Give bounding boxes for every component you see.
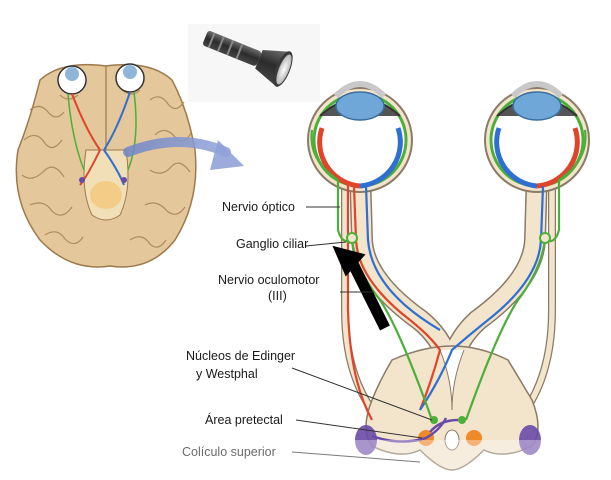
nuclei	[355, 416, 541, 455]
label-edinger-1: Núcleos de Edinger	[186, 349, 295, 363]
blue-pathway	[364, 185, 545, 411]
label-optic-nerve: Nervio óptico	[222, 200, 295, 214]
label-pretectal: Área pretectal	[205, 412, 283, 427]
ciliary-ganglion-right	[539, 232, 551, 244]
label-oculomotor-1: Nervio oculomotor	[218, 273, 319, 287]
label-edinger-2: y Westphal	[196, 367, 258, 381]
leader-lines	[291, 206, 433, 463]
left-eye	[307, 81, 413, 193]
zoom-arrow	[123, 137, 244, 170]
label-colliculus: Colículo superior	[182, 445, 276, 459]
flashlight-icon	[188, 24, 320, 102]
labels: Nervio óptico Ganglio ciliar Nervio ocul…	[182, 200, 319, 459]
ciliary-ganglion-left	[346, 232, 358, 244]
red-pathway	[346, 182, 442, 421]
right-eye	[484, 81, 590, 193]
label-oculomotor-2: (III)	[268, 289, 287, 303]
arrow-icon	[332, 245, 390, 331]
label-ciliary-ganglion: Ganglio ciliar	[236, 237, 308, 251]
brain-icon	[15, 63, 197, 268]
